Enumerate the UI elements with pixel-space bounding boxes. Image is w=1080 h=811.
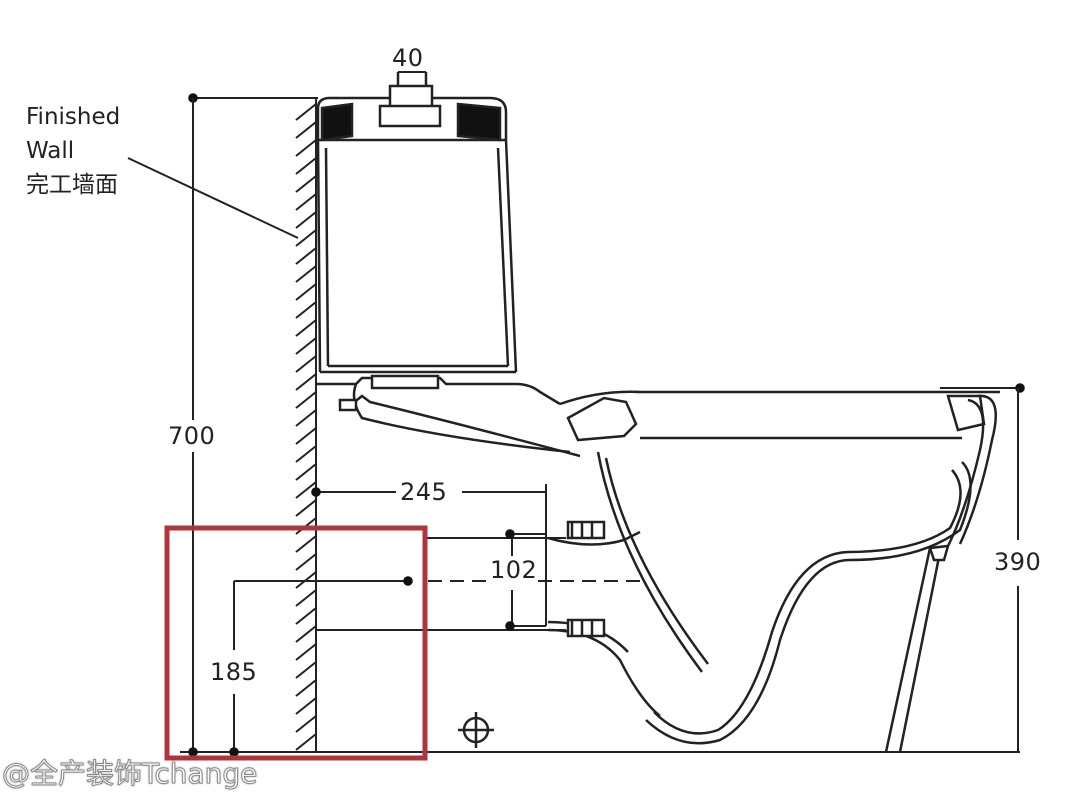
finished-wall-label: Finished Wall 完工墙面 bbox=[26, 100, 120, 202]
dim-bowl-height: 390 bbox=[994, 548, 1042, 576]
watermark: @全产装饰Tchange bbox=[1, 757, 258, 791]
finished-wall-label-en-2: Wall bbox=[26, 138, 75, 164]
toilet-bowl bbox=[316, 374, 1000, 753]
finished-wall-label-en-1: Finished bbox=[26, 104, 121, 130]
finished-wall-label-zh: 完工墙面 bbox=[26, 172, 118, 198]
dim-outlet-from-wall: 245 bbox=[400, 478, 448, 506]
finished-wall bbox=[295, 98, 317, 752]
dim-inlet-spacing: 102 bbox=[490, 556, 538, 584]
highlight-box bbox=[164, 525, 428, 761]
dim-cistern-button: 40 bbox=[392, 44, 424, 72]
wall-leader-line bbox=[127, 157, 299, 239]
dim-total-height: 700 bbox=[168, 422, 216, 450]
dim-pipe-height: 185 bbox=[210, 658, 258, 686]
dimension-lines bbox=[188, 71, 1025, 757]
cistern-tank bbox=[316, 72, 518, 374]
